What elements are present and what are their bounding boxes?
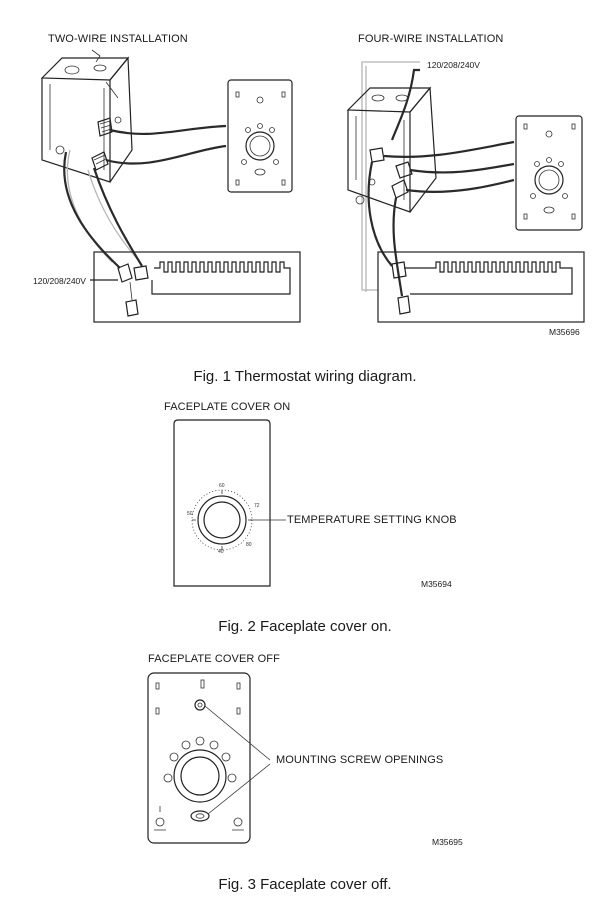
terminal-tabs	[163, 736, 237, 783]
thermostat-plate-right	[515, 115, 583, 231]
upper-screw-opening	[194, 699, 206, 711]
heater-box-left	[90, 251, 301, 323]
thermostat-plate-left	[227, 79, 293, 193]
fig3-title: FACEPLATE COVER OFF	[148, 653, 280, 665]
fig2-title: FACEPLATE COVER ON	[164, 401, 291, 413]
fig3-caption: Fig. 3 Faceplate cover off.	[218, 876, 392, 893]
fig2-caption: Fig. 2 Faceplate cover on.	[218, 618, 392, 635]
dial-label-60: 60	[219, 483, 225, 489]
heater-box-right	[377, 251, 585, 323]
voltage-label-left: 120/208/240V	[33, 276, 86, 286]
fig2-code: M35694	[421, 579, 452, 589]
two-wire-title: TWO-WIRE INSTALLATION	[48, 33, 188, 45]
fig1-caption: Fig. 1 Thermostat wiring diagram.	[193, 368, 417, 385]
wire-nuts-left	[91, 117, 113, 171]
fig1-code: M35696	[549, 327, 580, 337]
mounting-screw-callout: MOUNTING SCREW OPENINGS	[276, 754, 444, 766]
temperature-knob-callout: TEMPERATURE SETTING KNOB	[287, 514, 457, 526]
junction-box-right	[346, 86, 437, 213]
four-wire-title: FOUR-WIRE INSTALLATION	[358, 33, 504, 45]
dial-label-40: 40	[218, 549, 224, 555]
dial-label-50: 50	[187, 511, 193, 517]
dial-label-80: 80	[246, 542, 252, 548]
dial-label-72: 72	[254, 503, 260, 509]
voltage-label-right: 120/208/240V	[427, 60, 480, 70]
wire-nuts-right	[369, 147, 413, 199]
lower-screw-opening	[190, 810, 210, 822]
fig3-code: M35695	[432, 837, 463, 847]
